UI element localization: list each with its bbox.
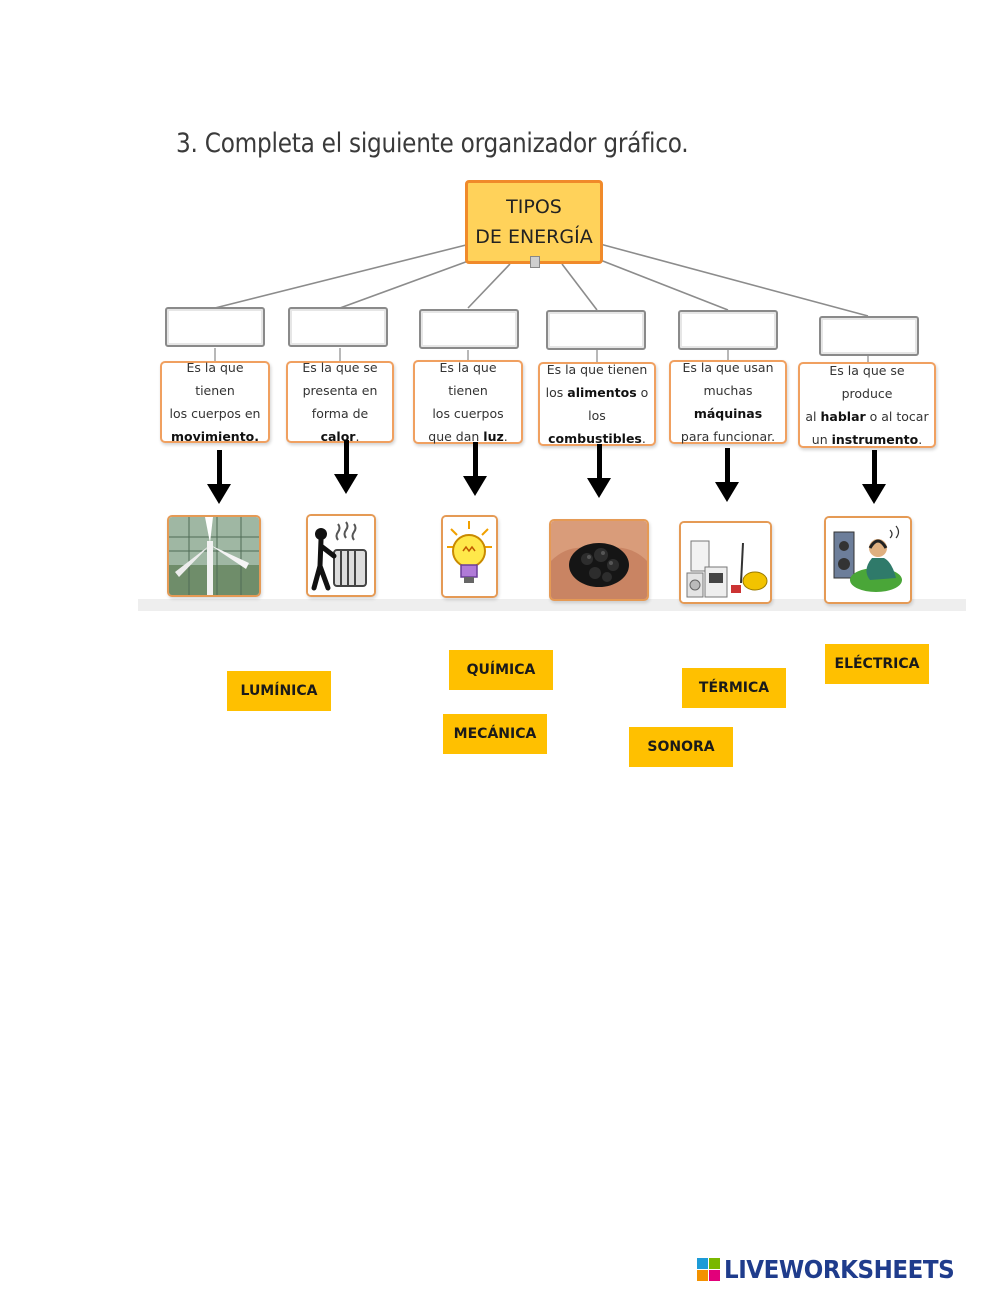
liveworksheets-logo[interactable]: LIVEWORKSHEETS — [697, 1255, 974, 1284]
desc-6-line-1: Es la que se produce — [829, 363, 905, 401]
down-arrow-icon — [715, 448, 739, 506]
desc-4-line-1: Es la que tienen — [546, 362, 648, 377]
desc-5-line-1: Es la que usan — [682, 360, 774, 375]
desc-6-line-3: un instrumento. — [811, 432, 923, 447]
down-arrow-icon — [463, 442, 487, 500]
light-bulb-picture — [441, 515, 498, 598]
answer-drop-box-1[interactable] — [165, 307, 265, 347]
root-line-1: TIPOS — [506, 196, 562, 218]
desc-4-line-2: los alimentos o — [545, 385, 649, 400]
desc-1-line-3: movimiento. — [170, 429, 260, 444]
answer-chip-termica[interactable]: TÉRMICA — [682, 668, 786, 708]
desc-1-line-2: los cuerpos en — [169, 406, 261, 421]
desc-5-line-3: para funcionar. — [680, 429, 776, 444]
answer-chip-mecanica[interactable]: MECÁNICA — [443, 714, 547, 754]
answer-drop-box-6[interactable] — [819, 316, 919, 356]
desc-5-line-2: muchas máquinas — [693, 383, 763, 421]
description-box-cinetica: Es la que tienen los cuerpos en movimien… — [160, 360, 270, 444]
answer-chip-electrica[interactable]: ELÉCTRICA — [825, 644, 929, 684]
description-box-alimentos: Es la que tienen los alimentos o los com… — [538, 362, 656, 446]
desc-3-line-3: que dan luz. — [428, 429, 508, 444]
music-listener-picture — [824, 516, 912, 604]
description-box-luz: Es la que tienen los cuerpos que dan luz… — [413, 360, 523, 444]
answer-drop-box-5[interactable] — [678, 310, 778, 350]
coal-picture — [549, 519, 649, 601]
description-box-sonido: Es la que se produce al hablar o al toca… — [798, 362, 936, 448]
wind-turbine-picture — [167, 515, 261, 597]
answer-drop-box-2[interactable] — [288, 307, 388, 347]
root-node-tipos-de-energia: TIPOS DE ENERGÍA — [465, 180, 603, 264]
desc-1-line-1: Es la que tienen — [186, 360, 244, 398]
answer-drop-box-4[interactable] — [546, 310, 646, 350]
down-arrow-icon — [862, 450, 886, 508]
answer-chip-luminica[interactable]: LUMÍNICA — [227, 671, 331, 711]
answer-chip-sonora[interactable]: SONORA — [629, 727, 733, 767]
desc-2-line-2: presenta en — [302, 383, 378, 398]
answer-chip-quimica[interactable]: QUÍMICA — [449, 650, 553, 690]
down-arrow-icon — [587, 444, 611, 502]
appliances-picture — [679, 521, 772, 604]
resize-handle-icon — [530, 256, 540, 268]
desc-3-line-2: los cuerpos — [432, 406, 504, 421]
answer-drop-box-3[interactable] — [419, 309, 519, 349]
desc-6-line-2: al hablar o al tocar — [805, 409, 929, 424]
exercise-title: 3. Completa el siguiente organizador grá… — [176, 128, 689, 159]
description-box-maquinas: Es la que usan muchas máquinas para func… — [669, 360, 787, 444]
liveworksheets-brand-text: LIVEWORKSHEETS — [724, 1255, 955, 1284]
description-box-calor: Es la que se presenta en forma de calor. — [286, 360, 394, 444]
desc-3-line-1: Es la que tienen — [439, 360, 497, 398]
down-arrow-icon — [207, 450, 231, 508]
root-line-2: DE ENERGÍA — [475, 226, 593, 248]
desc-2-line-1: Es la que se — [302, 360, 378, 375]
down-arrow-icon — [334, 440, 358, 498]
radiator-picture — [306, 514, 376, 597]
liveworksheets-logo-icon — [697, 1258, 720, 1281]
desc-4-line-3: los combustibles. — [548, 408, 646, 446]
